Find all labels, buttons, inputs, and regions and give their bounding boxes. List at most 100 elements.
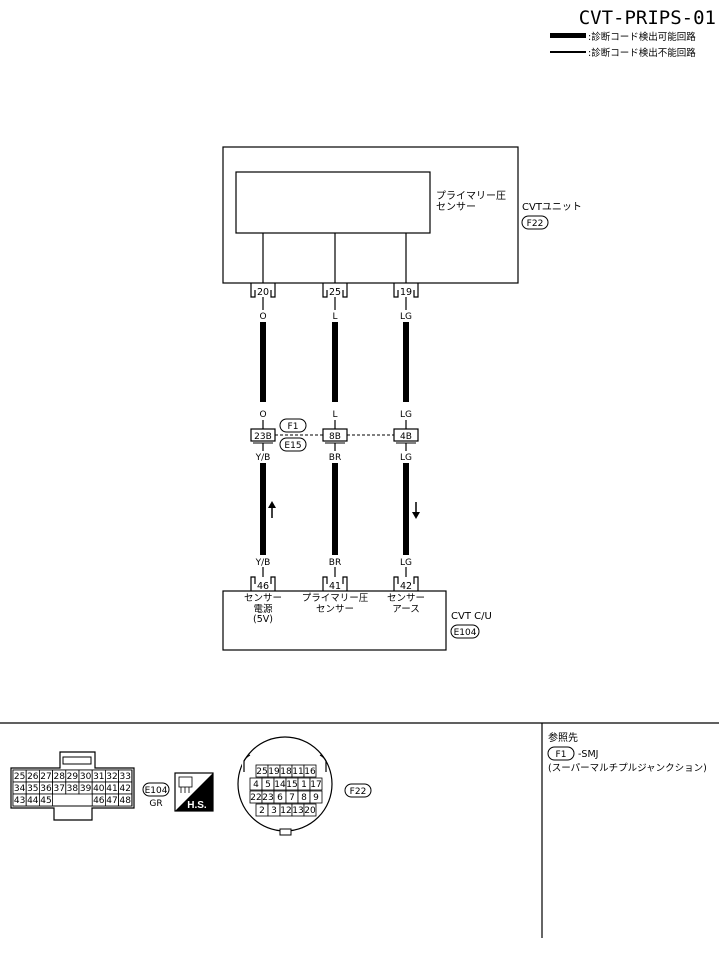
cavity-number: 48 <box>119 796 131 806</box>
cavity-number: 47 <box>106 796 117 806</box>
cvt-unit-box <box>222 146 519 284</box>
diagram-code: CVT-PRIPS-01 <box>579 7 716 29</box>
connector-cavity <box>303 764 317 778</box>
cavity-number: 22 <box>250 793 261 803</box>
cavity-number: 6 <box>277 793 283 803</box>
reference-tag-f1 <box>547 746 575 761</box>
cavity-number: 1 <box>301 780 307 790</box>
wire-1-lower-color-bottom: Y/B <box>255 558 271 568</box>
legend-thin-label: :診断コード検出不能回路 <box>588 47 696 59</box>
wire-1-mid-color: O <box>259 410 266 420</box>
cavity-number: 26 <box>27 772 39 782</box>
cavity-number: 35 <box>27 784 38 794</box>
cavity-number: 46 <box>93 796 105 806</box>
wire-1-lower-thick <box>260 463 266 555</box>
cavity-number: 32 <box>106 772 117 782</box>
circuit-column-1: 20 O O 23B Y/B Y/B 46 <box>250 283 276 592</box>
wire-2-lower-thick <box>332 463 338 555</box>
wire-2-lower-color-top: BR <box>329 453 341 463</box>
reference-item-desc: (スーパーマルチプルジャンクション) <box>548 763 707 774</box>
wire-1-upper-color-top: O <box>259 312 266 322</box>
wire-2-upper-thick <box>332 322 338 402</box>
pin-19: 19 <box>400 287 412 298</box>
svg-text:F22: F22 <box>350 787 367 797</box>
cavity-number: 43 <box>14 796 25 806</box>
connector-tag-f22-text: F22 <box>527 219 544 229</box>
terminal-41-line2: センサー <box>316 604 354 615</box>
circuit-column-2: 25 L L 8B BR BR 41 <box>322 283 348 592</box>
cavity-number: 16 <box>304 767 316 777</box>
wire-2-mid-color: L <box>332 410 337 420</box>
pin-42: 42 <box>400 581 412 592</box>
cavity-number: 25 <box>256 767 267 777</box>
terminal-41-line1: プライマリー圧 <box>302 593 369 604</box>
hs-label: H.S. <box>187 800 207 811</box>
wire-3-lower-color-top: LG <box>400 453 412 463</box>
sensor-label-line1: プライマリー圧 <box>436 190 506 202</box>
cavity-number: 4 <box>253 780 259 790</box>
cavity-number: 45 <box>40 796 51 806</box>
cavity-number: 19 <box>268 767 280 777</box>
cavity-number: 36 <box>40 784 52 794</box>
svg-text:F1: F1 <box>556 750 567 760</box>
cavity-number: 31 <box>93 772 104 782</box>
terminal-42-line2: アース <box>392 604 419 615</box>
pin-20: 20 <box>257 287 269 298</box>
cavity-number: 34 <box>14 784 26 794</box>
cavity-number: 41 <box>106 784 117 794</box>
cavity-number: 13 <box>292 806 303 816</box>
wire-1-upper-thick <box>260 322 266 402</box>
connector-tag-e104-face <box>142 782 170 797</box>
cavity-number: 33 <box>119 772 130 782</box>
cavity-number: 15 <box>286 780 297 790</box>
svg-text:E104: E104 <box>454 628 477 638</box>
connector-color-gr: GR <box>149 799 162 809</box>
svg-text:23B: 23B <box>254 432 272 442</box>
cavity-number: 17 <box>310 780 321 790</box>
reference-title: 参照先 <box>548 731 578 744</box>
cavity-number: 40 <box>93 784 105 794</box>
cavity-number: 39 <box>80 784 92 794</box>
terminal-46-line3: (5V) <box>253 614 273 625</box>
cavity-number: 37 <box>53 784 64 794</box>
cvt-unit-label: CVTユニット <box>522 202 582 213</box>
wire-3-upper-color-top: LG <box>400 312 412 322</box>
terminal-42-line1: センサー <box>387 593 425 604</box>
wire-2-lower-color-bottom: BR <box>329 558 341 568</box>
sensor-label-line2: センサー <box>436 201 476 213</box>
cavity-number: 44 <box>27 796 39 806</box>
terminal-46-line1: センサー <box>244 593 282 604</box>
primary-pressure-sensor-box <box>235 171 431 234</box>
cavity-number: 11 <box>292 767 303 777</box>
hs-connector-icon: H.S. <box>174 772 214 812</box>
cavity-number: 25 <box>14 772 25 782</box>
connector-cavity <box>309 790 323 804</box>
connector-cavity <box>39 793 54 807</box>
svg-text:8B: 8B <box>329 432 341 442</box>
junction-tag-e15 <box>279 437 307 452</box>
connector-tag-e104 <box>450 624 480 639</box>
connector-cavity <box>118 793 133 807</box>
connector-tag-f22-face <box>344 783 372 798</box>
cavity-number: 23 <box>262 793 273 803</box>
cavity-number: 14 <box>274 780 286 790</box>
wire-3-upper-thick <box>403 322 409 402</box>
cavity-number: 20 <box>304 806 316 816</box>
cavity-number: 3 <box>271 806 277 816</box>
svg-text:E15: E15 <box>284 441 301 451</box>
cavity-number: 2 <box>259 806 265 816</box>
cavity-number: 12 <box>280 806 291 816</box>
cvt-cu-box <box>222 590 447 651</box>
svg-text:E104: E104 <box>145 786 168 796</box>
cavity-number: 9 <box>313 793 319 803</box>
terminal-46-line2: 電源 <box>253 604 273 615</box>
circuit-column-3: 19 LG LG 4B LG LG 42 <box>393 283 420 592</box>
cavity-number: 27 <box>40 772 51 782</box>
cavity-number: 29 <box>67 772 79 782</box>
cavity-number: 38 <box>67 784 79 794</box>
cavity-number: 5 <box>265 780 271 790</box>
cavity-number: 18 <box>280 767 292 777</box>
connector-cavity <box>303 803 317 817</box>
reference-item-suffix: -SMJ <box>578 749 598 760</box>
